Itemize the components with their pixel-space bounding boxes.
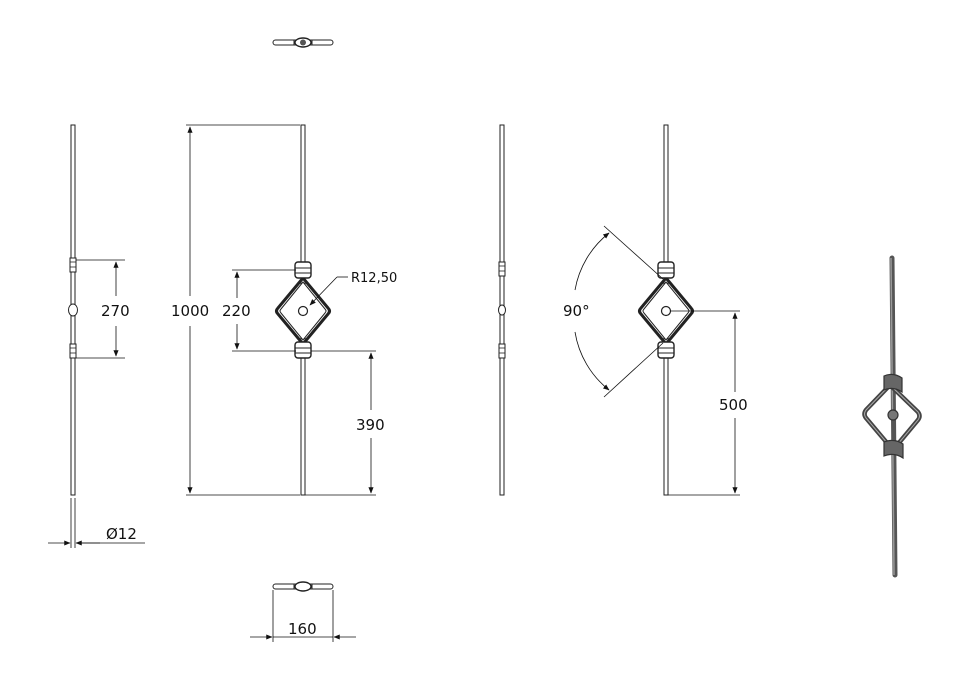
dimension-1000 [186, 124, 300, 496]
top-view-lower [272, 581, 334, 592]
isometric-view [862, 255, 922, 578]
dimension-500 [668, 310, 740, 496]
dimension-diameter [48, 498, 145, 548]
side-view-left [68, 124, 78, 496]
dimension-angle [574, 225, 664, 398]
dim-label-390: 390 [356, 416, 385, 434]
front-view-right [638, 124, 694, 496]
dim-label-160: 160 [288, 620, 317, 638]
dimension-160 [250, 590, 356, 642]
dimension-220 [232, 269, 296, 352]
dim-label-270: 270 [101, 302, 130, 320]
dim-label-diameter: Ø12 [106, 525, 137, 543]
top-view-upper [272, 37, 334, 48]
dim-label-220: 220 [222, 302, 251, 320]
front-view-left [275, 124, 331, 496]
side-view-middle [498, 124, 506, 496]
radius-leader [309, 276, 348, 306]
dim-label-500: 500 [719, 396, 748, 414]
dim-label-radius: R12,50 [351, 271, 397, 286]
dim-label-1000: 1000 [171, 302, 209, 320]
dimension-390 [305, 350, 376, 496]
dimension-270 [76, 259, 125, 359]
dim-label-angle: 90° [563, 302, 590, 320]
